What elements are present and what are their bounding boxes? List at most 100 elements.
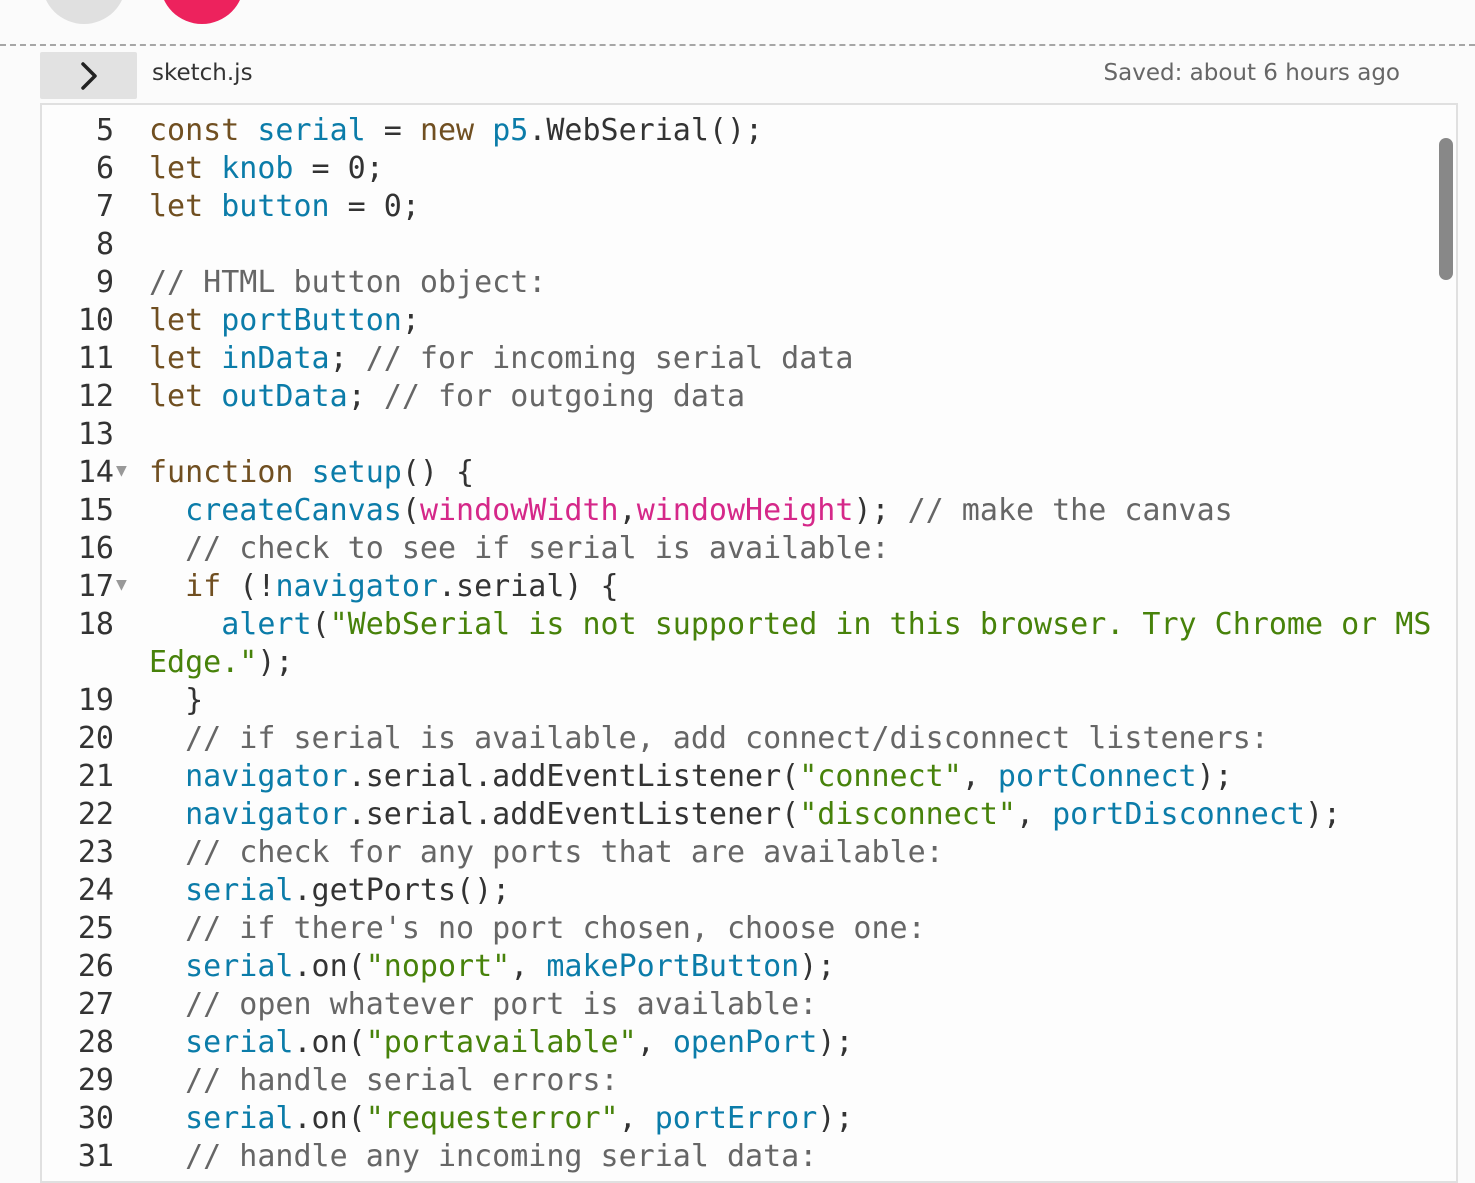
code-token: serial	[185, 1101, 294, 1136]
code-token: portConnect	[997, 759, 1197, 794]
code-token	[149, 759, 185, 794]
code-line[interactable]: 17▼ if (!navigator.serial) {	[42, 568, 1456, 606]
saved-status: Saved: about 6 hours ago	[1103, 60, 1400, 86]
code-token: "WebSerial is not supported in this brow…	[329, 607, 1432, 642]
code-token: ,	[510, 949, 547, 984]
code-line[interactable]: 15 createCanvas(windowWidth,windowHeight…	[42, 492, 1456, 530]
code-token	[203, 341, 221, 376]
code-text: // open whatever port is available:	[149, 986, 817, 1024]
code-line[interactable]: 26 serial.on("noport", makePortButton);	[42, 948, 1456, 986]
code-token: (	[311, 607, 330, 642]
code-text: Edge.");	[149, 644, 294, 682]
code-token: = 0;	[293, 151, 384, 186]
code-token: .on(	[293, 1025, 366, 1060]
line-number: 19	[77, 683, 114, 718]
code-token: if	[185, 569, 222, 604]
code-token: let	[149, 151, 204, 186]
code-line[interactable]: 27 // open whatever port is available:	[42, 986, 1456, 1024]
top-toolbar	[0, 0, 1475, 46]
code-line[interactable]: 28 serial.on("portavailable", openPort);	[42, 1024, 1456, 1062]
code-token	[149, 1139, 185, 1174]
fold-triangle-icon[interactable]: ▼	[116, 574, 127, 595]
code-token: function	[149, 455, 294, 490]
code-line[interactable]: 31 // handle any incoming serial data:	[42, 1138, 1456, 1176]
code-text: alert("WebSerial is not supported in thi…	[149, 606, 1431, 644]
code-line-wrapped[interactable]: Edge.");	[42, 644, 1456, 682]
code-token: navigator	[185, 759, 348, 794]
code-token	[474, 113, 492, 148]
line-number: 11	[77, 341, 114, 376]
code-text: serial.on("portavailable", openPort);	[149, 1024, 853, 1062]
code-token: makePortButton	[546, 949, 800, 984]
code-line[interactable]: 20 // if serial is available, add connec…	[42, 720, 1456, 758]
code-line[interactable]: 13	[42, 416, 1456, 454]
code-line[interactable]: 9 // HTML button object:	[42, 264, 1456, 302]
code-text: }	[149, 682, 203, 720]
code-text: function setup() {	[149, 454, 474, 492]
line-number: 17	[77, 569, 114, 604]
code-token: // handle serial errors:	[185, 1063, 619, 1098]
line-number: 13	[77, 417, 114, 452]
code-text: let knob = 0;	[149, 150, 384, 188]
code-token: p5	[492, 113, 529, 148]
code-line[interactable]: 30 serial.on("requesterror", portError);	[42, 1100, 1456, 1138]
code-line[interactable]: 19 }	[42, 682, 1456, 720]
code-line[interactable]: 29 // handle serial errors:	[42, 1062, 1456, 1100]
fold-triangle-icon[interactable]: ▼	[116, 460, 127, 481]
line-number: 8	[95, 227, 114, 262]
code-token: // check for any ports that are availabl…	[185, 835, 944, 870]
line-number: 9	[95, 265, 114, 300]
code-token	[149, 987, 185, 1022]
code-line[interactable]: 22 navigator.serial.addEventListener("di…	[42, 796, 1456, 834]
editor-header: sketch.js Saved: about 6 hours ago	[0, 46, 1475, 104]
code-line[interactable]: 24 serial.getPorts();	[42, 872, 1456, 910]
code-token: let	[149, 189, 204, 224]
code-token: let	[149, 379, 204, 414]
play-button[interactable]	[42, 0, 126, 24]
line-number: 22	[77, 797, 114, 832]
code-token: Edge."	[149, 645, 258, 680]
code-line[interactable]: 14▼function setup() {	[42, 454, 1456, 492]
code-token: );	[257, 645, 294, 680]
code-text: serial.getPorts();	[149, 872, 510, 910]
code-token: );	[1196, 759, 1233, 794]
code-token	[149, 1063, 185, 1098]
code-token: ,	[1015, 797, 1053, 832]
code-text: serial.on("noport", makePortButton);	[149, 948, 835, 986]
code-line[interactable]: 21 navigator.serial.addEventListener("co…	[42, 758, 1456, 796]
code-line[interactable]: 16 // check to see if serial is availabl…	[42, 530, 1456, 568]
code-line[interactable]: 18 alert("WebSerial is not supported in …	[42, 606, 1456, 644]
code-text: serial.on("requesterror", portError);	[149, 1100, 853, 1138]
code-line[interactable]: 25 // if there's no port chosen, choose …	[42, 910, 1456, 948]
code-token: serial	[185, 1025, 294, 1060]
code-token	[149, 911, 185, 946]
stop-button[interactable]	[160, 0, 244, 24]
code-token	[149, 607, 221, 642]
code-line[interactable]: 23 // check for any ports that are avail…	[42, 834, 1456, 872]
line-number: 28	[77, 1025, 114, 1060]
code-token: .serial.addEventListener(	[347, 759, 800, 794]
code-line[interactable]: 8	[42, 226, 1456, 264]
code-token: portDisconnect	[1052, 797, 1305, 832]
line-number: 18	[77, 607, 114, 642]
line-number: 7	[95, 189, 114, 224]
sidebar-toggle-button[interactable]	[40, 52, 137, 99]
code-token	[149, 1101, 185, 1136]
code-token: // if serial is available, add connect/d…	[185, 721, 1269, 756]
code-token: "requesterror"	[365, 1101, 619, 1136]
editor-scrollbar[interactable]	[1439, 138, 1453, 280]
code-token: );	[853, 493, 908, 528]
code-text: navigator.serial.addEventListener("conne…	[149, 758, 1233, 796]
code-text: // HTML button object:	[149, 264, 546, 302]
code-token: (!	[221, 569, 276, 604]
code-token: ,	[636, 1025, 673, 1060]
code-token: serial	[257, 113, 366, 148]
